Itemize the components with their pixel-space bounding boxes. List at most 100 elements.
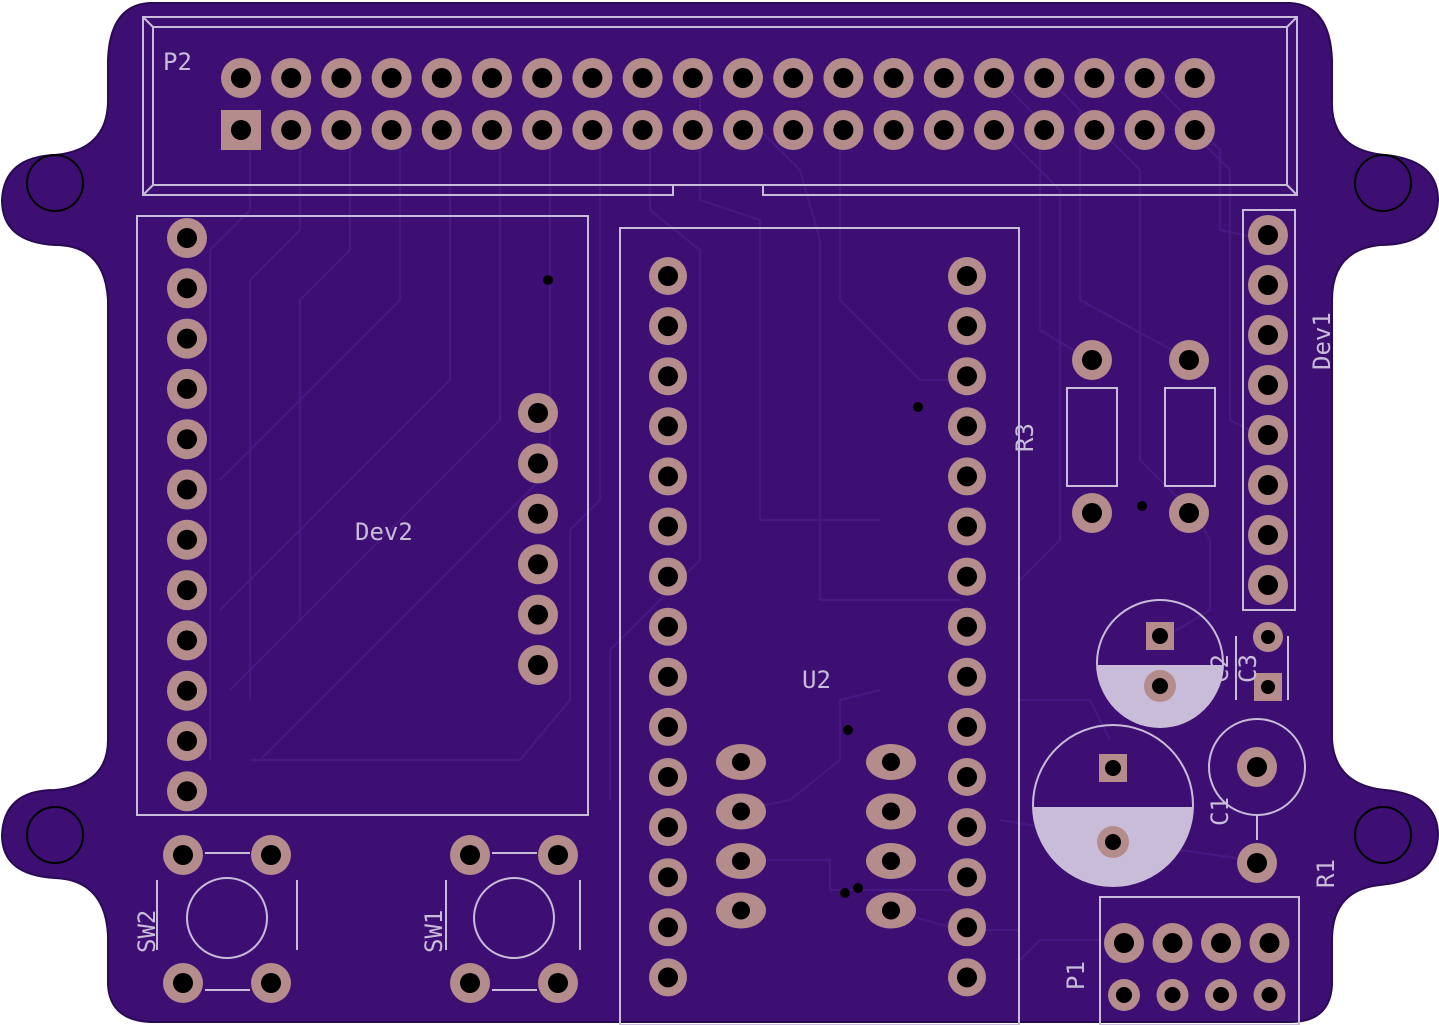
dev2-right-pin-5-hole: [528, 604, 548, 625]
p1-pin-bottom-3-hole: [1213, 987, 1229, 1003]
sw2-pin-3-hole: [173, 973, 193, 993]
p2-pin-bottom-4-hole: [381, 120, 402, 140]
u2-socket-b-pin-4-hole: [882, 901, 900, 920]
p2-pin-bottom-12-hole: [783, 120, 804, 140]
p2-pin-top-13-hole: [833, 68, 854, 88]
mount-hole-tr: [1354, 154, 1412, 212]
u2-right-pin-13-hole: [957, 867, 977, 888]
sw1-pin-1-hole: [460, 845, 480, 865]
u2-left-pin-7-hole: [658, 566, 678, 587]
c1-pin-1-hole: [1105, 760, 1121, 776]
copper-pads: [163, 58, 1290, 1011]
u2-left-pin-9-hole: [658, 666, 678, 687]
sw1-pin-2-hole: [548, 845, 568, 865]
dev1-pin-7-hole: [1258, 525, 1278, 545]
p2-pin-top-2-hole: [281, 68, 302, 88]
r3b-pin-2-hole: [1179, 503, 1199, 523]
trace-21: [1020, 698, 1111, 741]
u2-socket-a-pin-3-hole: [732, 852, 750, 870]
trace-4: [219, 130, 452, 611]
p1-pin-bottom-4-hole: [1261, 987, 1278, 1003]
c3-pin-1-hole: [1261, 630, 1275, 644]
dev1-pin-6-hole: [1258, 475, 1278, 495]
u2-socket-b-pin-3-hole: [882, 852, 900, 870]
u2-left-pin-14-hole: [658, 917, 678, 938]
r1-pin-2-hole: [1247, 853, 1267, 873]
u2-left-pin-8-hole: [658, 616, 678, 637]
via-3: [843, 725, 853, 735]
trace-13: [1049, 79, 1191, 361]
u2-left-pin-1-hole: [658, 266, 678, 286]
p2-pin-bottom-6-hole: [482, 120, 502, 140]
u2-socket-b-pin-1-hole: [882, 753, 900, 771]
p2-pin-top-11-hole: [733, 68, 753, 88]
trace-12: [999, 79, 1091, 361]
p2-pin-top-8-hole: [582, 68, 603, 88]
label-r1: R1: [1312, 859, 1340, 888]
p2-pin-top-17-hole: [1034, 68, 1055, 88]
p2-pin-bottom-14-hole: [883, 120, 904, 140]
p2-pin-bottom-19-hole: [1134, 120, 1155, 140]
label-c1: C1: [1206, 797, 1234, 826]
dev1-pin-5-hole: [1258, 425, 1278, 445]
u2-right-pin-1-hole: [957, 266, 977, 286]
p2-pin-top-1-hole: [231, 68, 251, 88]
p2-pin-bottom-20-hole: [1184, 120, 1205, 140]
mount-hole-bl: [26, 806, 84, 864]
p2-pin-bottom-2-hole: [281, 120, 302, 140]
dev1-pin-1-hole: [1258, 225, 1278, 245]
u2-right-pin-2-hole: [957, 316, 977, 337]
dev2-left-pin-6-hole: [177, 479, 197, 500]
label-dev1: Dev1: [1308, 312, 1336, 370]
trace-2: [298, 130, 352, 620]
r3a-pin-1-hole: [1082, 350, 1102, 370]
p1-pin-bottom-2-hole: [1164, 987, 1181, 1003]
sw2-pin-2-hole: [261, 845, 281, 865]
u2-left-pin-10-hole: [658, 716, 678, 737]
trace-18: [740, 858, 960, 892]
sw2-pin-1-hole: [173, 845, 193, 865]
p1-pin-top-3-hole: [1211, 933, 1231, 953]
dev2-left-pin-4-hole: [177, 378, 197, 399]
sw1-pin-3-hole: [460, 973, 480, 993]
p2-pin-bottom-18-hole: [1084, 120, 1105, 140]
p2-pin-top-5-hole: [431, 68, 452, 88]
u2-socket-a-pin-2-hole: [732, 802, 750, 821]
dev1-pin-4-hole: [1258, 375, 1278, 395]
u2-socket-b-pin-2-hole: [882, 802, 900, 821]
dev2-left-pin-11-hole: [177, 731, 197, 751]
u2-right-pin-6-hole: [957, 516, 977, 537]
r3b-pin-1-hole: [1179, 350, 1199, 370]
via-0: [543, 275, 553, 285]
dev2-right-pin-1-hole: [528, 403, 548, 423]
trace-1: [248, 130, 302, 700]
c1-pin-2-hole: [1105, 834, 1121, 850]
via-1: [913, 402, 923, 412]
c2-pin-2-hole: [1152, 678, 1168, 694]
u2-left-pin-15-hole: [658, 967, 678, 988]
u2-socket-a-pin-1-hole: [732, 753, 750, 771]
dev2-right-pin-6-hole: [528, 655, 548, 675]
p2-pin-bottom-10-hole: [682, 120, 703, 140]
trace-10: [759, 129, 960, 602]
trace-19: [739, 688, 881, 812]
p2-pin-bottom-3-hole: [331, 120, 352, 140]
u2-right-pin-11-hole: [957, 767, 977, 787]
p1-pin-top-2-hole: [1162, 933, 1183, 953]
vias: [543, 275, 1147, 898]
trace-11: [838, 130, 960, 382]
u2-left-pin-13-hole: [658, 867, 678, 888]
p1-pin-bottom-1-hole: [1116, 987, 1132, 1003]
label-p1: P1: [1062, 961, 1090, 990]
u2-left-pin-11-hole: [658, 767, 678, 787]
p2-pin-bottom-13-hole: [833, 120, 854, 140]
r3a-pin-2-hole: [1082, 503, 1102, 523]
dev2-right-pin-4-hole: [528, 554, 548, 575]
trace-24: [1019, 938, 1100, 961]
dev1-pin-2-hole: [1258, 275, 1278, 295]
u2-left-pin-5-hole: [658, 466, 678, 487]
p2-pin-top-19-hole: [1134, 68, 1155, 88]
p2-pin-top-9-hole: [632, 68, 653, 88]
u2-right-pin-3-hole: [957, 366, 977, 387]
p2-pin-top-3-hole: [331, 68, 352, 88]
